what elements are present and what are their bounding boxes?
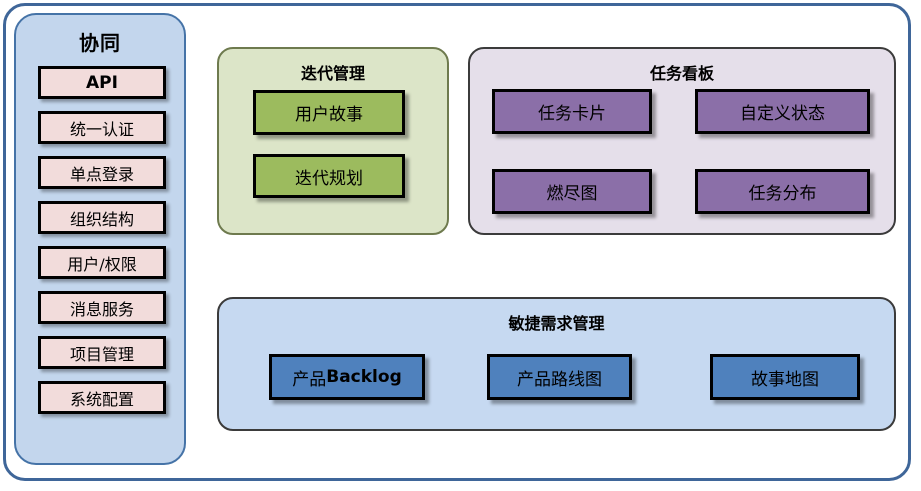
box-task-distribution[interactable]: 任务分布 [695,169,870,214]
box-iteration-planning[interactable]: 迭代规划 [253,154,405,198]
box-label-cn: 产品 [292,369,327,390]
box-task-card[interactable]: 任务卡片 [492,89,652,134]
sidebar-item-single-sign-on[interactable]: 单点登录 [38,156,166,189]
box-label: 用户故事 [295,105,363,125]
box-user-story[interactable]: 用户故事 [253,90,405,135]
sidebar-item-message-service[interactable]: 消息服务 [38,291,166,324]
box-label: 燃尽图 [546,184,598,204]
sidebar-item-api[interactable]: API [38,66,166,99]
sidebar-title: 协同 [79,31,121,55]
sidebar-item-list: API 统一认证 单点登录 组织结构 用户/权限 消息服务 项目管理 系统配置 [38,66,166,426]
box-custom-status[interactable]: 自定义状态 [695,89,870,134]
box-label: 任务分布 [748,184,817,204]
sidebar-item-unified-auth[interactable]: 统一认证 [38,111,166,144]
panel-title-iteration-management: 迭代管理 [300,64,365,83]
sidebar-item-label: 消息服务 [69,299,134,319]
box-label: 自定义状态 [740,104,825,124]
sidebar-item-label: 用户/权限 [67,254,137,274]
box-label: 迭代规划 [295,168,363,189]
sidebar-item-label: 项目管理 [69,344,134,364]
box-product-roadmap[interactable]: 产品路线图 [487,354,632,400]
sidebar-item-org-structure[interactable]: 组织结构 [38,201,166,234]
panel-iteration-management: 迭代管理 用户故事 迭代规划 [217,47,449,235]
box-label: 产品路线图 [517,369,602,390]
box-burndown-chart[interactable]: 燃尽图 [492,169,652,214]
panel-task-board: 任务看板 任务卡片 自定义状态 燃尽图 任务分布 [468,47,896,235]
panel-title-agile-requirement-management: 敏捷需求管理 [508,314,605,333]
box-label-en: Backlog [326,367,402,387]
sidebar-item-user-permission[interactable]: 用户/权限 [38,246,166,279]
sidebar-panel-collaboration: 协同 API 统一认证 单点登录 组织结构 用户/权限 消息服务 项目管理 [14,13,186,465]
box-story-map[interactable]: 故事地图 [710,354,860,400]
sidebar-item-project-management[interactable]: 项目管理 [38,336,166,369]
sidebar-item-label: 单点登录 [69,164,134,184]
sidebar-item-label: 组织结构 [69,209,134,229]
sidebar-item-label: 统一认证 [69,119,134,139]
sidebar-item-system-config[interactable]: 系统配置 [38,381,166,414]
sidebar-item-label: API [86,72,118,93]
sidebar-item-label: 系统配置 [69,389,134,409]
panel-title-task-board: 任务看板 [649,64,714,83]
box-label: 任务卡片 [538,104,606,124]
box-label: 故事地图 [751,369,819,390]
